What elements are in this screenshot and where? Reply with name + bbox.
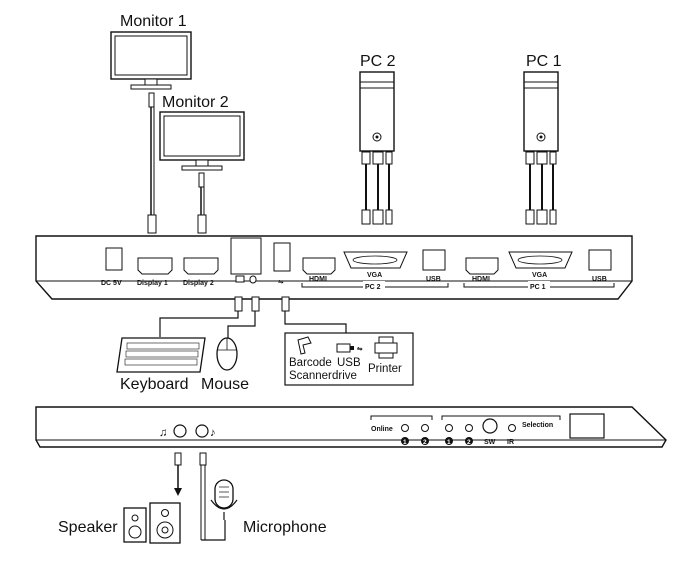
- monitor-2-label: Monitor 2: [162, 94, 229, 111]
- dc-5v-label: DC 5V: [101, 280, 122, 287]
- select-num-2: 2: [467, 439, 471, 446]
- peripheral-usb-port: [273, 242, 291, 272]
- mic-icon: ♪: [210, 427, 216, 439]
- speaker-label: Speaker: [58, 519, 118, 536]
- barcode-label-1: Barcode: [289, 357, 332, 369]
- pc-1: PC 1: [523, 53, 562, 152]
- keyboard-icon: [235, 275, 245, 283]
- ir-label: IR: [507, 439, 514, 446]
- usb-symbol-icon: ⇋: [278, 278, 284, 286]
- mouse: Mouse: [201, 337, 249, 393]
- monitor-2: Monitor 2: [159, 94, 245, 171]
- pc-1-hdmi-port: [465, 257, 499, 275]
- speaker-icon: [123, 502, 181, 544]
- pc-1-label: PC 1: [526, 53, 562, 70]
- usb-drive-icon: [336, 343, 351, 353]
- pc-1-vga-port: [508, 251, 573, 269]
- monitor-1: Monitor 1: [110, 13, 192, 90]
- pc-1-vga-label: VGA: [532, 272, 547, 279]
- select-led-2: [465, 424, 473, 432]
- display-1-label: Display 1: [137, 280, 168, 287]
- usb-cables: [159, 296, 347, 340]
- headphone-icon: ♫: [159, 427, 168, 439]
- usb-label-1: USB: [337, 357, 361, 369]
- pc-2-cables: [361, 151, 393, 225]
- online-badge-1: [401, 437, 409, 445]
- select-num-1: 1: [447, 439, 451, 446]
- pc-2-hdmi-port: [302, 257, 336, 275]
- display-1-port: [137, 257, 173, 275]
- online-num-1: 1: [403, 439, 407, 446]
- pc-2: PC 2: [359, 53, 396, 152]
- pc-2-label: PC 2: [360, 53, 396, 70]
- printer-label: Printer: [368, 363, 402, 375]
- rear-panel: DC 5V Display 1 Display 2 ⇋ HDMI VGA USB…: [35, 235, 633, 300]
- barcode-label-2: Scanner: [289, 370, 332, 382]
- usb-trident-icon: ⇋: [357, 345, 363, 353]
- online-badge-2: [421, 437, 429, 445]
- usb-label-2: drive: [332, 370, 357, 382]
- monitor-2-cable: [197, 172, 207, 234]
- online-num-2: 2: [423, 439, 427, 446]
- select-led-1: [445, 424, 453, 432]
- select-badge-1: [445, 437, 453, 445]
- display-2-label: Display 2: [183, 280, 214, 287]
- pc-1-usb-label: USB: [592, 276, 607, 283]
- microphone-label: Microphone: [243, 519, 327, 536]
- pc-1-hdmi-label: HDMI: [472, 276, 490, 283]
- sw-button[interactable]: [482, 418, 498, 434]
- audio-cables: [174, 452, 226, 541]
- dc-5v-port: [105, 247, 123, 271]
- keyboard-label: Keyboard: [120, 376, 189, 393]
- ir-window: [569, 413, 605, 439]
- pc-2-vga-port: [343, 251, 408, 269]
- microphone-icon: [210, 479, 238, 520]
- mouse-icon: [249, 275, 257, 284]
- pc-2-hdmi-label: HDMI: [309, 276, 327, 283]
- pc-2-group-label: PC 2: [365, 284, 381, 291]
- keyboard: Keyboard: [116, 337, 206, 393]
- pc-2-usb-label: USB: [426, 276, 441, 283]
- pc-2-vga-label: VGA: [367, 272, 382, 279]
- pc-1-group-label: PC 1: [530, 284, 546, 291]
- mic-jack: [195, 424, 209, 438]
- headphone-jack: [173, 424, 187, 438]
- select-badge-2: [465, 437, 473, 445]
- printer-icon: [374, 336, 398, 359]
- barcode-scanner-icon: [297, 336, 312, 355]
- front-panel: ♫ ♪ Online 1 2 Selection 1 2 SW IR: [35, 406, 667, 448]
- online-label: Online: [371, 426, 393, 433]
- mouse-label: Mouse: [201, 376, 249, 393]
- selection-label: Selection: [522, 422, 553, 429]
- usb-peripherals-box: Barcode Scanner ⇋ USB drive Printer: [284, 332, 414, 386]
- km-usb-port: [230, 237, 262, 275]
- online-led-1: [401, 424, 409, 432]
- pc-2-usb-port: [422, 249, 446, 271]
- monitor-1-cable: [147, 92, 157, 234]
- sw-label: SW: [484, 439, 496, 446]
- online-led-2: [421, 424, 429, 432]
- ir-sensor: [508, 424, 516, 432]
- display-2-port: [183, 257, 219, 275]
- pc-1-usb-port: [588, 249, 612, 271]
- pc-1-cables: [525, 151, 557, 225]
- monitor-1-label: Monitor 1: [120, 13, 187, 30]
